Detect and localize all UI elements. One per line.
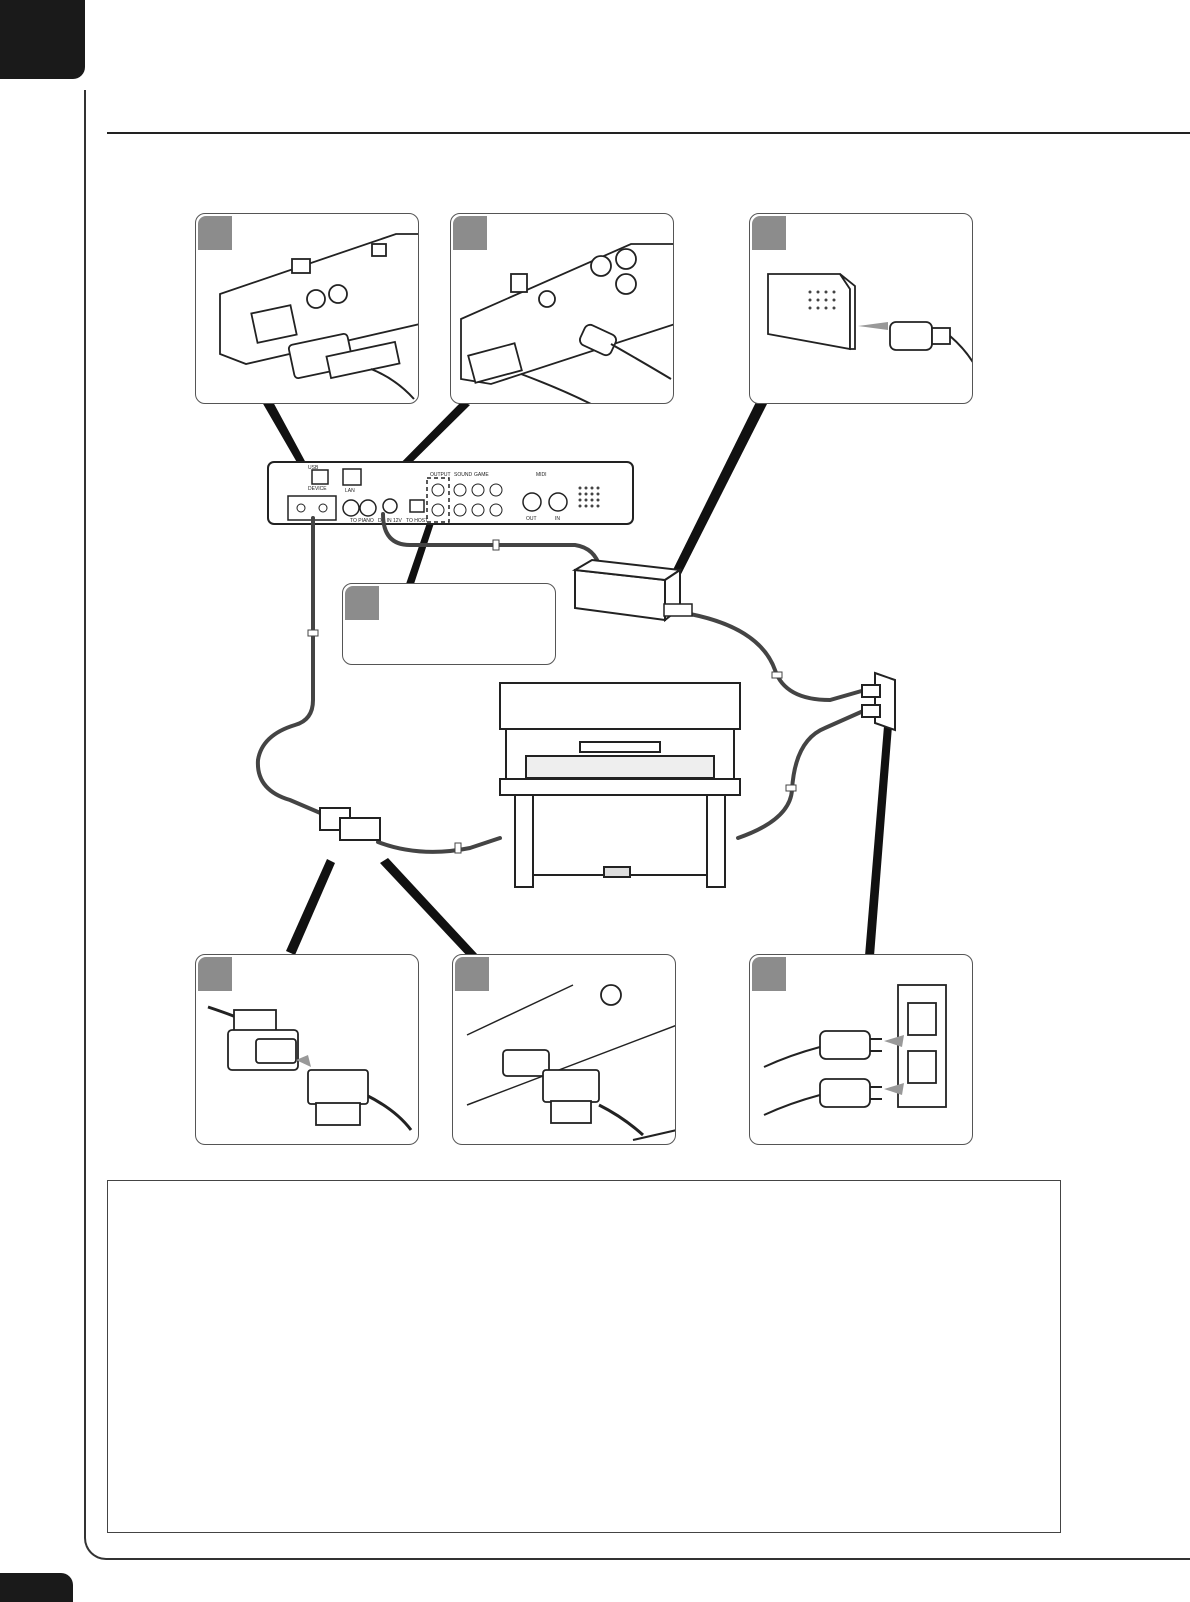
unit-midi-label: MIDI: [536, 472, 547, 478]
unit-output-label: OUTPUT: [430, 472, 451, 478]
step-badge: [752, 957, 786, 991]
main-unit: [267, 461, 634, 525]
ac-adapter-plug-icon: [767, 273, 972, 363]
vga-cable-to-piano: [376, 836, 502, 854]
unit-sound-label: SOUND: [454, 472, 472, 478]
step-badge: [198, 216, 232, 250]
step-badge: [752, 216, 786, 250]
notes-box: [107, 1180, 1061, 1533]
step-badge: [455, 957, 489, 991]
leader-line-piano-port: [380, 858, 478, 958]
leader-line-adapter: [663, 400, 767, 594]
unit-device-label: DEVICE: [308, 486, 327, 492]
unit-lan-label: LAN: [345, 488, 355, 494]
leader-line-audio: [406, 514, 436, 587]
unit-midi-in-label: IN: [555, 516, 560, 522]
vga-joint: [319, 807, 381, 841]
page-frame: [84, 90, 1190, 1560]
connector-detail-vga-cable: [195, 954, 419, 1145]
piano-vga-port-icon: [466, 984, 675, 1141]
leader-line-outlet: [865, 726, 892, 956]
leader-line-vga-unit: [262, 400, 313, 478]
connector-detail-adapter: [749, 213, 973, 404]
unit-to-host-label: TO HOST: [406, 518, 428, 524]
connector-detail-vga-unit: [195, 213, 419, 404]
leader-line-vga-cable: [286, 859, 335, 955]
vga-port-connector-icon: [219, 233, 418, 400]
unit-game-label: GAME: [474, 472, 489, 478]
dc-plug-connector-icon: [460, 243, 673, 403]
unit-usb-label: USB: [308, 465, 319, 471]
piano-power-cord: [736, 706, 872, 840]
ac-adapter: [571, 558, 693, 623]
connector-detail-audio-callout: [342, 583, 556, 665]
unit-to-piano-label: TO PIANO: [350, 518, 374, 524]
step-badge: [345, 586, 379, 620]
step-badge: [453, 216, 487, 250]
connector-detail-wall-outlet: [749, 954, 973, 1145]
step-badge: [198, 957, 232, 991]
adapter-power-cord: [688, 612, 874, 703]
connector-detail-dc-in: [450, 213, 674, 404]
vga-cable-joint-icon: [207, 1005, 413, 1131]
wall-outlet-plugs-icon: [763, 984, 947, 1116]
page-tab-bottom: [0, 1573, 73, 1602]
connector-detail-piano-port: [452, 954, 676, 1145]
section-rule: [107, 132, 1190, 134]
upright-piano: [499, 682, 741, 888]
wall-outlet-shape: [861, 671, 896, 732]
unit-dc-in-label: DC IN 12V: [378, 518, 403, 524]
unit-midi-out-label: OUT: [526, 516, 537, 522]
vga-cable-to-unit: [255, 516, 327, 817]
page-tab-top: [0, 0, 85, 79]
